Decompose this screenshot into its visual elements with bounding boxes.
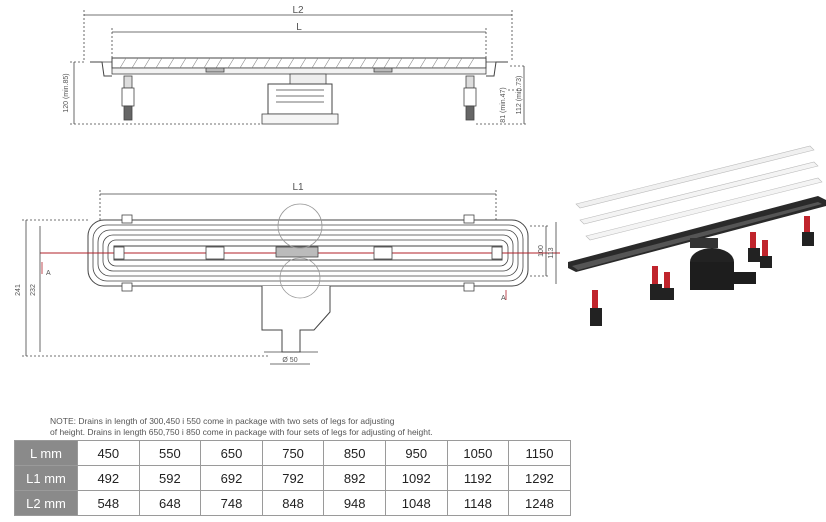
- table-cell: 950: [384, 440, 448, 466]
- table-cell: 692: [200, 465, 263, 491]
- table-cell: 1292: [508, 465, 571, 491]
- table-cell: 1050: [446, 440, 510, 466]
- table-cell: 848: [261, 490, 325, 516]
- table-cell: 1192: [446, 465, 510, 491]
- table-cell: 1150: [508, 440, 571, 466]
- table-cell: 548: [77, 490, 140, 516]
- dim-width-232: 232: [30, 284, 37, 296]
- table-cell: 1148: [446, 490, 510, 516]
- dim-L: L: [296, 22, 302, 33]
- dim-width-100: 100: [538, 245, 545, 257]
- section-marker-right: A: [501, 295, 506, 302]
- dim-height-120: 120 (min.85): [63, 73, 70, 112]
- note-line-2: of height. Drains in length 650,750 i 85…: [50, 427, 433, 437]
- table-cell: 750: [261, 440, 325, 466]
- note-text: NOTE: Drains in length of 300,450 i 550 …: [50, 416, 610, 438]
- table-cell: 748: [200, 490, 263, 516]
- table-cell: 948: [323, 490, 386, 516]
- dim-width-241: 241: [15, 284, 22, 296]
- dim-diameter-50: Ø 50: [282, 357, 297, 364]
- table-cell: 850: [323, 440, 386, 466]
- table-cell: 1248: [508, 490, 571, 516]
- table-cell: 450: [77, 440, 140, 466]
- side-view: [70, 10, 526, 125]
- section-marker-left: A: [46, 270, 51, 277]
- table-cell: 892: [323, 465, 386, 491]
- dim-L2: L2: [292, 5, 304, 16]
- row-header: L2 mm: [14, 490, 78, 516]
- dim-width-113: 113: [548, 247, 555, 258]
- table-row: L mm 450 550 650 750 850 950 1050 1150: [14, 440, 571, 466]
- table-row: L1 mm 492 592 692 792 892 1092 1192 1292: [14, 465, 571, 491]
- table-cell: 792: [261, 465, 325, 491]
- row-header: L1 mm: [14, 465, 78, 491]
- table-cell: 650: [200, 440, 263, 466]
- row-header: L mm: [14, 440, 78, 466]
- table-cell: 1092: [384, 465, 448, 491]
- table-cell: 648: [138, 490, 202, 516]
- table-cell: 550: [138, 440, 202, 466]
- dimensions-table: L mm 450 550 650 750 850 950 1050 1150 L…: [14, 440, 571, 516]
- exploded-product-view: [568, 145, 826, 326]
- technical-drawing: L2 L 120 (min.85) 112 (min.73) 81 (min.4…: [15, 5, 826, 365]
- dim-height-112: 112 (min.73): [516, 76, 523, 115]
- top-view: [22, 190, 560, 365]
- table-cell: 592: [138, 465, 202, 491]
- dim-L1: L1: [292, 182, 304, 193]
- table-cell: 492: [77, 465, 140, 491]
- table-cell: 1048: [384, 490, 448, 516]
- note-line-1: NOTE: Drains in length of 300,450 i 550 …: [50, 416, 395, 426]
- table-row: L2 mm 548 648 748 848 948 1048 1148 1248: [14, 490, 571, 516]
- dim-height-81: 81 (min.47): [500, 87, 507, 122]
